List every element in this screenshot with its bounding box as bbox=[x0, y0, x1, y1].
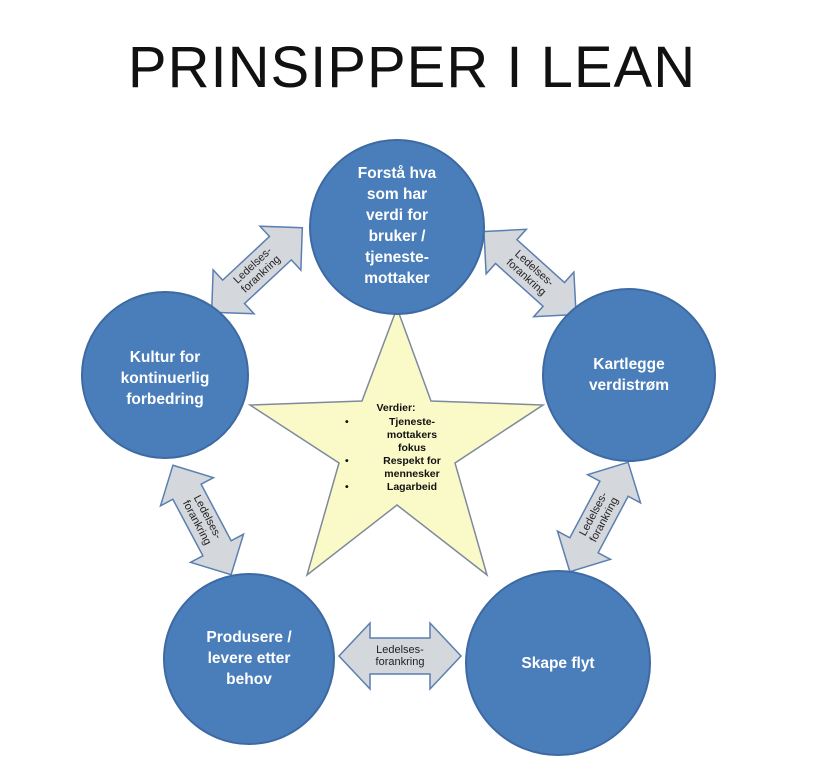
principle-label-right: Kartlegge verdistrøm bbox=[588, 356, 670, 394]
connector-arrow-bottom bbox=[337, 621, 463, 691]
values-list: Tjeneste- mottakers fokus Respekt for me… bbox=[345, 416, 465, 494]
principle-circle-right bbox=[542, 288, 716, 462]
connector-arrow-left bbox=[159, 464, 245, 576]
values-item: Lagarbeid bbox=[345, 481, 465, 494]
values-heading: Verdier: bbox=[376, 402, 416, 414]
values-item: Tjeneste- mottakers fokus bbox=[345, 416, 465, 455]
connector-arrow-top-left bbox=[210, 225, 304, 315]
principle-label-left: Kultur for kontinuerlig forbedring bbox=[120, 348, 210, 408]
values-item: Respekt for mennesker bbox=[345, 455, 465, 481]
values-text: Verdier: Tjeneste- mottakers fokus Respe… bbox=[345, 402, 465, 494]
page-title: PRINSIPPER I LEAN bbox=[127, 35, 697, 100]
principle-label-bottom-left: Produsere / levere etter behov bbox=[206, 628, 292, 688]
connector-arrow-right bbox=[556, 461, 642, 573]
principle-circle-bottom-left bbox=[163, 573, 335, 745]
principle-label-bottom-right: Skape flyt bbox=[521, 654, 595, 672]
connector-label-bottom: Ledelses-forankring bbox=[375, 644, 425, 668]
principle-circle-bottom-right bbox=[465, 570, 651, 756]
principle-circle-top bbox=[309, 139, 485, 315]
principle-label-top: Forstå hva som har verdi for bruker / tj… bbox=[357, 165, 437, 287]
principle-circle-left bbox=[81, 291, 249, 459]
